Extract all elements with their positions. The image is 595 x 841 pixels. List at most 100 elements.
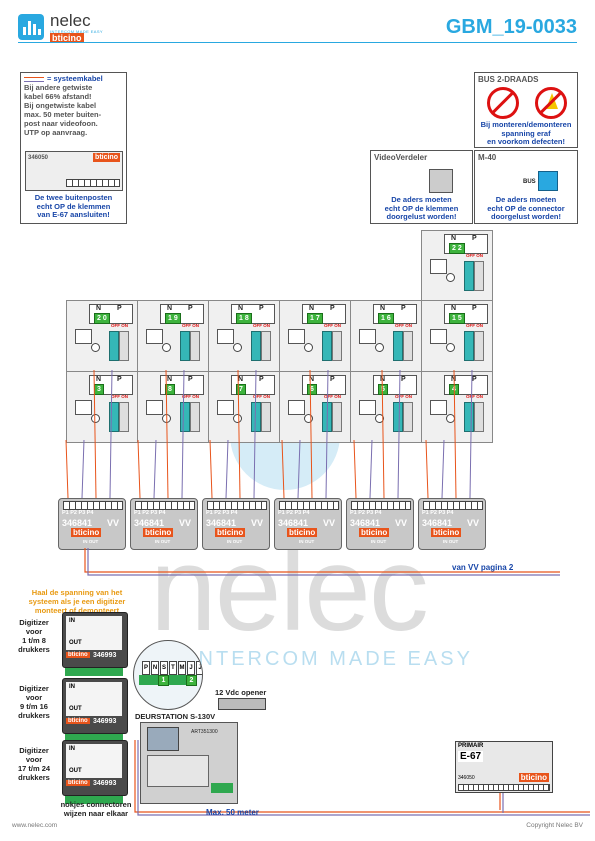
distributor-terminal <box>279 501 339 510</box>
apartment-number: 1 8 <box>236 313 252 324</box>
zoom-pin-label: M <box>178 661 186 675</box>
p-label: P <box>259 305 264 312</box>
note-line: max. 50 meter buiten- <box>24 110 102 119</box>
apartment-number: 1 5 <box>449 313 465 324</box>
digitizer-terminal <box>65 796 123 804</box>
videophone-icon <box>430 329 447 344</box>
terminal-block <box>464 331 474 361</box>
off-on-label: OFF ON <box>395 394 412 399</box>
p-label: P <box>259 376 264 383</box>
screw-icon <box>375 343 384 352</box>
note-line: Bij andere getwiste <box>24 83 93 92</box>
dip-switch <box>332 402 342 432</box>
distributor-vv: VV <box>107 518 120 528</box>
max-distance-label: Max. 50 meter <box>206 808 259 817</box>
distributor-terminal <box>135 501 195 510</box>
digitizer-warning-line: systeem als je een digitizer <box>28 597 126 606</box>
videoverdeler-thumb <box>429 169 453 193</box>
np-box: N P 1 8 <box>231 304 275 324</box>
n-label: N <box>238 305 244 312</box>
psu-primair: PRIMAIR <box>458 743 484 749</box>
n-label: N <box>309 305 315 312</box>
terminal-strip <box>66 179 120 187</box>
digitizer-label-line: 17 t/m 24 <box>17 764 51 773</box>
off-on-label: OFF ON <box>182 323 199 328</box>
system-cable-note: = systeemkabel Bij andere getwiste kabel… <box>20 72 127 224</box>
distributor-wires <box>137 369 185 499</box>
distributor-vv: VV <box>395 518 408 528</box>
apartment-number: 2 2 <box>449 243 465 254</box>
footer-url: www.nelec.com <box>12 822 58 829</box>
n-label: N <box>451 376 457 383</box>
note-caption-line: en voorkom defecten! <box>487 137 565 146</box>
digitizer-out: OUT <box>69 706 82 712</box>
distributor-ports: P1 P2 P3 P4 <box>62 510 94 516</box>
p-label: P <box>472 305 477 312</box>
digitizer-face <box>66 616 122 650</box>
screw-icon <box>233 414 242 423</box>
distributor-wires <box>353 369 401 499</box>
p-label: P <box>401 376 406 383</box>
door-station-title: DEURSTATION S-130V <box>135 712 216 721</box>
door-station-terminal <box>211 783 233 793</box>
terminal-block <box>180 331 190 361</box>
terminal-block <box>180 402 190 432</box>
distributor-in-out: IN OUT <box>443 539 459 544</box>
n-label: N <box>451 235 457 242</box>
e67-device-thumb: 346050 bticino <box>25 151 123 191</box>
digitizer-in: IN <box>69 684 75 690</box>
nokjes-line: wijzen naar elkaar <box>63 809 129 818</box>
videophone-icon <box>217 329 234 344</box>
psu-brand: bticino <box>518 773 549 782</box>
zoom-pin-label: S <box>160 661 168 675</box>
apartment-number: 6 <box>307 384 317 395</box>
digitizer-label-line: Digitizer <box>19 684 49 693</box>
n-label: N <box>96 305 102 312</box>
apartment-number: 1 6 <box>378 313 394 324</box>
note-line: kabel 66% afstand! <box>24 92 92 101</box>
apartment-panel: NP4OFF ON <box>421 371 493 443</box>
distributor-code: 346841 <box>350 518 381 528</box>
psu-model: E-67 <box>458 751 484 762</box>
videophone-icon <box>288 400 305 415</box>
distributor-vv: VV <box>179 518 192 528</box>
distributor-brand: bticino <box>287 528 318 537</box>
videophone-icon <box>146 329 163 344</box>
bus-warning-note: BUS 2-DRAADS Bij monteren/demonteren spa… <box>474 72 578 148</box>
psu-code: 346050 <box>458 775 475 781</box>
digitizer-label-line: Digitizer <box>19 746 49 755</box>
p-label: P <box>401 305 406 312</box>
digitizer-label-line: 1 t/m 8 <box>22 636 46 645</box>
distributor-in-out: IN OUT <box>299 539 315 544</box>
off-on-label: OFF ON <box>324 323 341 328</box>
off-on-label: OFF ON <box>466 394 483 399</box>
note-caption-line: spanning eraf <box>501 128 551 138</box>
digitizer-warning-line: Haal de spanning van het <box>31 588 123 597</box>
m40-title: M-40 <box>478 153 497 162</box>
m40-note: M-40 BUS De aders moeten echt OP de conn… <box>474 150 578 224</box>
off-on-label: OFF ON <box>324 394 341 399</box>
np-box: N P 2 2 <box>444 234 488 254</box>
n-label: N <box>380 305 386 312</box>
digitizer-terminal <box>65 734 123 742</box>
terminal-block <box>464 261 474 291</box>
distributor-vv: VV <box>323 518 336 528</box>
p-label: P <box>472 235 477 242</box>
n-label: N <box>96 376 102 383</box>
screw-icon <box>233 343 242 352</box>
distributor-ports: P1 P2 P3 P4 <box>422 510 454 516</box>
distributor-code: 346841 <box>278 518 309 528</box>
brand-tagline: INTERCOM MADE EASY <box>50 29 103 34</box>
screw-icon <box>375 414 384 423</box>
